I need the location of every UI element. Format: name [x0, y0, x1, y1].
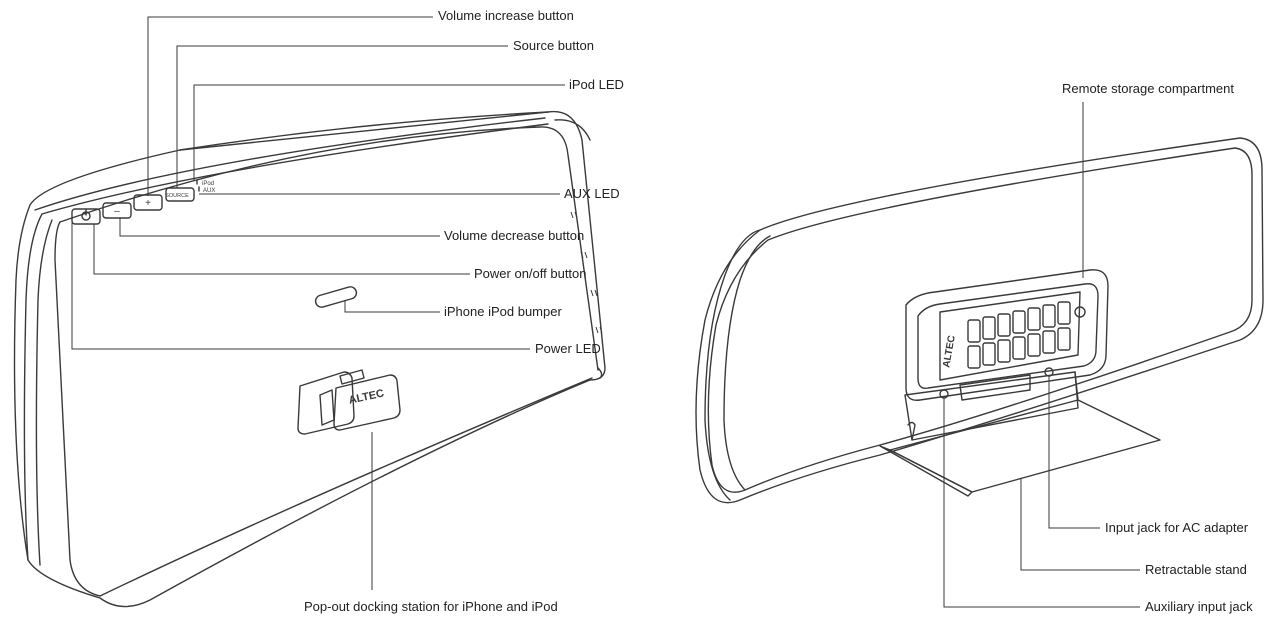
ipod-indicator-text: iPod [202, 181, 214, 187]
label-power-led: Power LED [535, 341, 601, 356]
rear-panel [879, 269, 1161, 497]
break-marks [570, 211, 603, 334]
minus-button-text: – [114, 206, 120, 217]
label-aux-led: AUX LED [564, 186, 620, 201]
remote-brand-text: ALTEC [941, 335, 957, 369]
label-source-button: Source button [513, 38, 594, 53]
label-volume-decrease: Volume decrease button [444, 228, 585, 243]
label-volume-increase: Volume increase button [438, 8, 574, 23]
label-remote-storage: Remote storage compartment [1062, 81, 1234, 96]
label-aux-jack: Auxiliary input jack [1145, 599, 1253, 614]
control-buttons [71, 179, 200, 225]
label-bumper: iPhone iPod bumper [444, 304, 562, 319]
volume-decrease-shape [102, 202, 132, 219]
power-button-shape [71, 208, 101, 225]
rear-speaker-body [695, 137, 1264, 504]
label-stand: Retractable stand [1145, 562, 1247, 577]
stand-shape [889, 399, 1161, 493]
leader-lines [71, 16, 1140, 608]
source-button-text: SOURCE [165, 193, 189, 199]
bumper-shape [314, 286, 358, 308]
label-dock: Pop-out docking station for iPhone and i… [304, 599, 558, 614]
label-ipod-led: iPod LED [569, 77, 624, 92]
label-ac-jack: Input jack for AC adapter [1105, 520, 1249, 535]
dock-shape [297, 369, 401, 435]
source-button-shape [165, 187, 195, 202]
front-speaker-body [13, 110, 606, 608]
aux-indicator-text: AUX [203, 188, 215, 194]
label-power-button: Power on/off button [474, 266, 587, 281]
plus-button-text: + [145, 198, 151, 209]
remote-keypad [967, 301, 1086, 369]
